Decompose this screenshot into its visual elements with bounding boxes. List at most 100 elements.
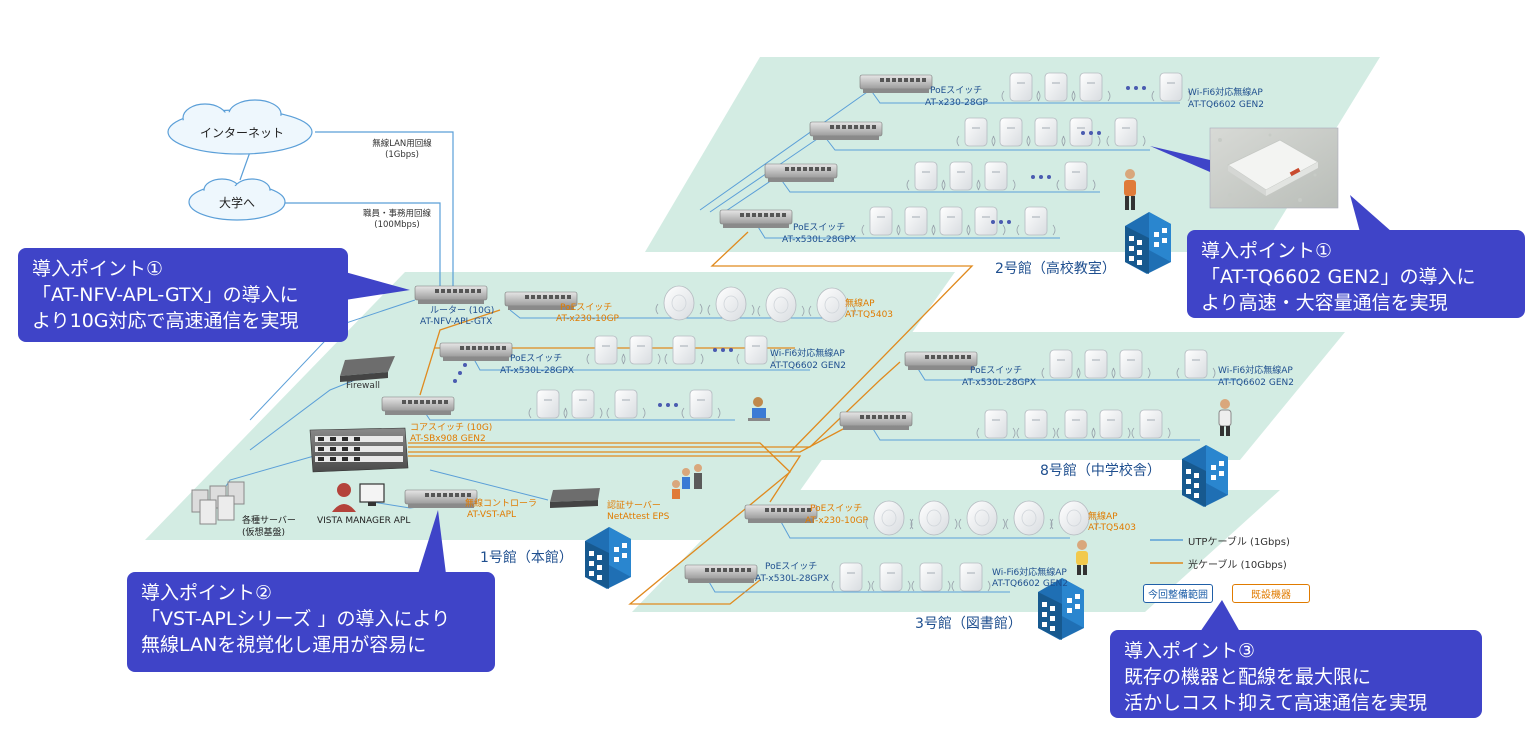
controller-model: AT-VST-APL bbox=[467, 510, 516, 520]
staff-line-label: 職員・事務用回線 bbox=[363, 208, 432, 219]
bldg8-ap-model: AT-TQ6602 GEN2 bbox=[1218, 378, 1294, 388]
bldg3-ap2-model: AT-TQ6602 GEN2 bbox=[992, 579, 1068, 589]
auth-title: 認証サーバー bbox=[607, 499, 661, 511]
bldg8-poe-title: PoEスイッチ bbox=[970, 365, 1022, 376]
callout-2-line3: 無線LANを視覚化し運用が容易に bbox=[141, 634, 427, 656]
callout-point-1-ap: 導入ポイント① 「AT-TQ6602 GEN2」の導入に より高速・大容量通信を… bbox=[1187, 230, 1525, 318]
callout-point-3-cost: 導入ポイント③ 既存の機器と配線を最大限に 活かしコスト抑えて高速通信を実現 bbox=[1110, 630, 1482, 718]
callout-point-2-vst: 導入ポイント② 「VST-APLシリーズ 」の導入により 無線LANを視覚化し運… bbox=[127, 572, 495, 672]
admin-user-icon bbox=[332, 483, 385, 512]
internet-label: インターネット bbox=[200, 126, 284, 140]
bldg1-ap-row2 bbox=[586, 335, 776, 365]
bldg2-poe1-model: AT-x230-28GP bbox=[925, 98, 989, 108]
legend-fiber-label: 光ケーブル (10Gbps) bbox=[1188, 560, 1287, 571]
vista-manager-logo: VISTA MANAGER APL bbox=[317, 516, 410, 526]
bldg2-ap-model: AT-TQ6602 GEN2 bbox=[1188, 100, 1264, 110]
router-model: AT-NFV-APL-GTX bbox=[420, 317, 492, 327]
bldg1-poe-x530l bbox=[439, 342, 513, 362]
core-model: AT-SBx908 GEN2 bbox=[410, 434, 486, 444]
firewall-label: Firewall bbox=[346, 381, 380, 391]
callout-point-1-router: 導入ポイント① 「AT-NFV-APL-GTX」の導入に より10G対応で高速通… bbox=[18, 248, 348, 342]
bldg1-ap1-model: AT-TQ5403 bbox=[845, 310, 893, 320]
internet-cloud bbox=[167, 99, 313, 155]
bldg2-switch-3 bbox=[764, 163, 838, 183]
bldg1-ap1-title: 無線AP bbox=[845, 297, 875, 309]
person-icon-bldg3 bbox=[1076, 540, 1088, 575]
bldg2-ap-row1 bbox=[1001, 72, 1191, 102]
bldg1-poe1-model: AT-x230-10GP bbox=[556, 314, 620, 324]
people-group-icon bbox=[672, 464, 702, 499]
bldg1-ap2-model: AT-TQ6602 GEN2 bbox=[770, 361, 846, 371]
callout-pointer-4 bbox=[1200, 600, 1240, 632]
bldg3-ap1-model: AT-TQ5403 bbox=[1088, 523, 1136, 533]
bldg3-poe2-model: AT-x530L-28GPX bbox=[755, 574, 829, 584]
callout-2-title: 導入ポイント② bbox=[141, 582, 273, 604]
wan-lines bbox=[239, 131, 454, 290]
bldg1-name: 1号館（本館） bbox=[480, 549, 573, 566]
callout-pointer-2 bbox=[418, 510, 446, 574]
ap-photo bbox=[1209, 127, 1339, 209]
callout-3-line3: より高速・大容量通信を実現 bbox=[1201, 292, 1448, 314]
callout-3-title: 導入ポイント① bbox=[1201, 240, 1333, 262]
bldg3-name: 3号館（図書館） bbox=[915, 615, 1022, 632]
bldg1-switch-3 bbox=[381, 396, 455, 416]
bldg8-poe-x530l bbox=[904, 351, 978, 371]
bldg1-ap2-title: Wi-Fi6対応無線AP bbox=[770, 347, 845, 359]
callout-1-line2: 「AT-NFV-APL-GTX」の導入に bbox=[32, 284, 299, 306]
bldg2-ap-row3 bbox=[906, 161, 1096, 191]
floor-bldg2 bbox=[645, 57, 1380, 252]
callout-1-line3: より10G対応で高速通信を実現 bbox=[32, 310, 299, 332]
bldg2-poe2-model: AT-x530L-28GPX bbox=[782, 235, 856, 245]
bldg3-poe2-title: PoEスイッチ bbox=[765, 561, 817, 572]
server-rack-icon bbox=[191, 481, 245, 525]
bldg1-poe2-title: PoEスイッチ bbox=[510, 353, 562, 364]
legend-existing: 既設機器 bbox=[1232, 584, 1310, 603]
legend-new-scope: 今回整備範囲 bbox=[1143, 584, 1213, 603]
callout-pointer-photo bbox=[1150, 146, 1210, 172]
bldg8-name: 8号館（中学校舎） bbox=[1040, 462, 1161, 479]
bldg8-ap-row2 bbox=[976, 409, 1171, 439]
students-icon bbox=[748, 397, 770, 421]
servers-sub: (仮想基盤) bbox=[242, 526, 285, 538]
callout-4-title: 導入ポイント③ bbox=[1124, 640, 1256, 662]
bldg2-switch-2 bbox=[809, 121, 883, 141]
bldg8-switch-2 bbox=[839, 411, 913, 431]
bldg3-poe1-model: AT-x230-10GP bbox=[805, 516, 869, 526]
bldg2-ap-title: Wi-Fi6対応無線AP bbox=[1188, 86, 1263, 98]
bldg2-ap-row4 bbox=[861, 206, 1056, 236]
bldg1-poe2-model: AT-x530L-28GPX bbox=[500, 366, 574, 376]
bldg8-ap-row1 bbox=[1041, 349, 1216, 379]
servers-title: 各種サーバー bbox=[242, 514, 296, 526]
core-title: コアスイッチ (10G) bbox=[410, 422, 492, 433]
bldg2-poe-x230 bbox=[859, 74, 933, 94]
callout-4-line2: 既存の機器と配線を最大限に bbox=[1124, 666, 1372, 688]
wireless-line-label: 無線LAN用回線 bbox=[372, 138, 432, 149]
bldg2-poe1-title: PoEスイッチ bbox=[930, 85, 982, 96]
router-title: ルーター (10G) bbox=[430, 305, 494, 316]
callout-3-line2: 「AT-TQ6602 GEN2」の導入に bbox=[1201, 266, 1476, 288]
auth-server-device bbox=[550, 488, 600, 508]
bldg2-poe2-title: PoEスイッチ bbox=[793, 222, 845, 233]
auth-model: NetAttest EPS bbox=[607, 512, 670, 522]
bldg3-poe1-title: PoEスイッチ bbox=[810, 503, 862, 514]
ellipsis-dots bbox=[453, 86, 1146, 407]
legend-utp-label: UTPケーブル (1Gbps) bbox=[1188, 537, 1290, 548]
bldg8-ap-title: Wi-Fi6対応無線AP bbox=[1218, 364, 1293, 376]
bldg3-poe-x530l bbox=[684, 564, 758, 584]
bldg3-ap2-title: Wi-Fi6対応無線AP bbox=[992, 566, 1067, 578]
callout-2-line2: 「VST-APLシリーズ 」の導入により bbox=[141, 608, 451, 630]
callout-1-title: 導入ポイント① bbox=[32, 258, 164, 280]
bldg2-name: 2号館（高校教室） bbox=[995, 260, 1116, 277]
router-gtx bbox=[414, 285, 488, 305]
person-icon-bldg8 bbox=[1218, 399, 1232, 436]
controller-title: 無線コントローラ bbox=[465, 497, 537, 509]
bldg3-ap1-title: 無線AP bbox=[1088, 510, 1118, 522]
callout-4-line3: 活かしコスト抑えて高速通信を実現 bbox=[1124, 692, 1428, 714]
core-switch-device bbox=[309, 427, 409, 473]
bldg1-poe1-title: PoEスイッチ bbox=[560, 302, 612, 313]
wireless-line-speed: (1Gbps) bbox=[385, 150, 419, 160]
univ-cloud bbox=[188, 178, 286, 221]
callout-pointer-1 bbox=[345, 272, 410, 300]
person-icon bbox=[1124, 169, 1136, 210]
